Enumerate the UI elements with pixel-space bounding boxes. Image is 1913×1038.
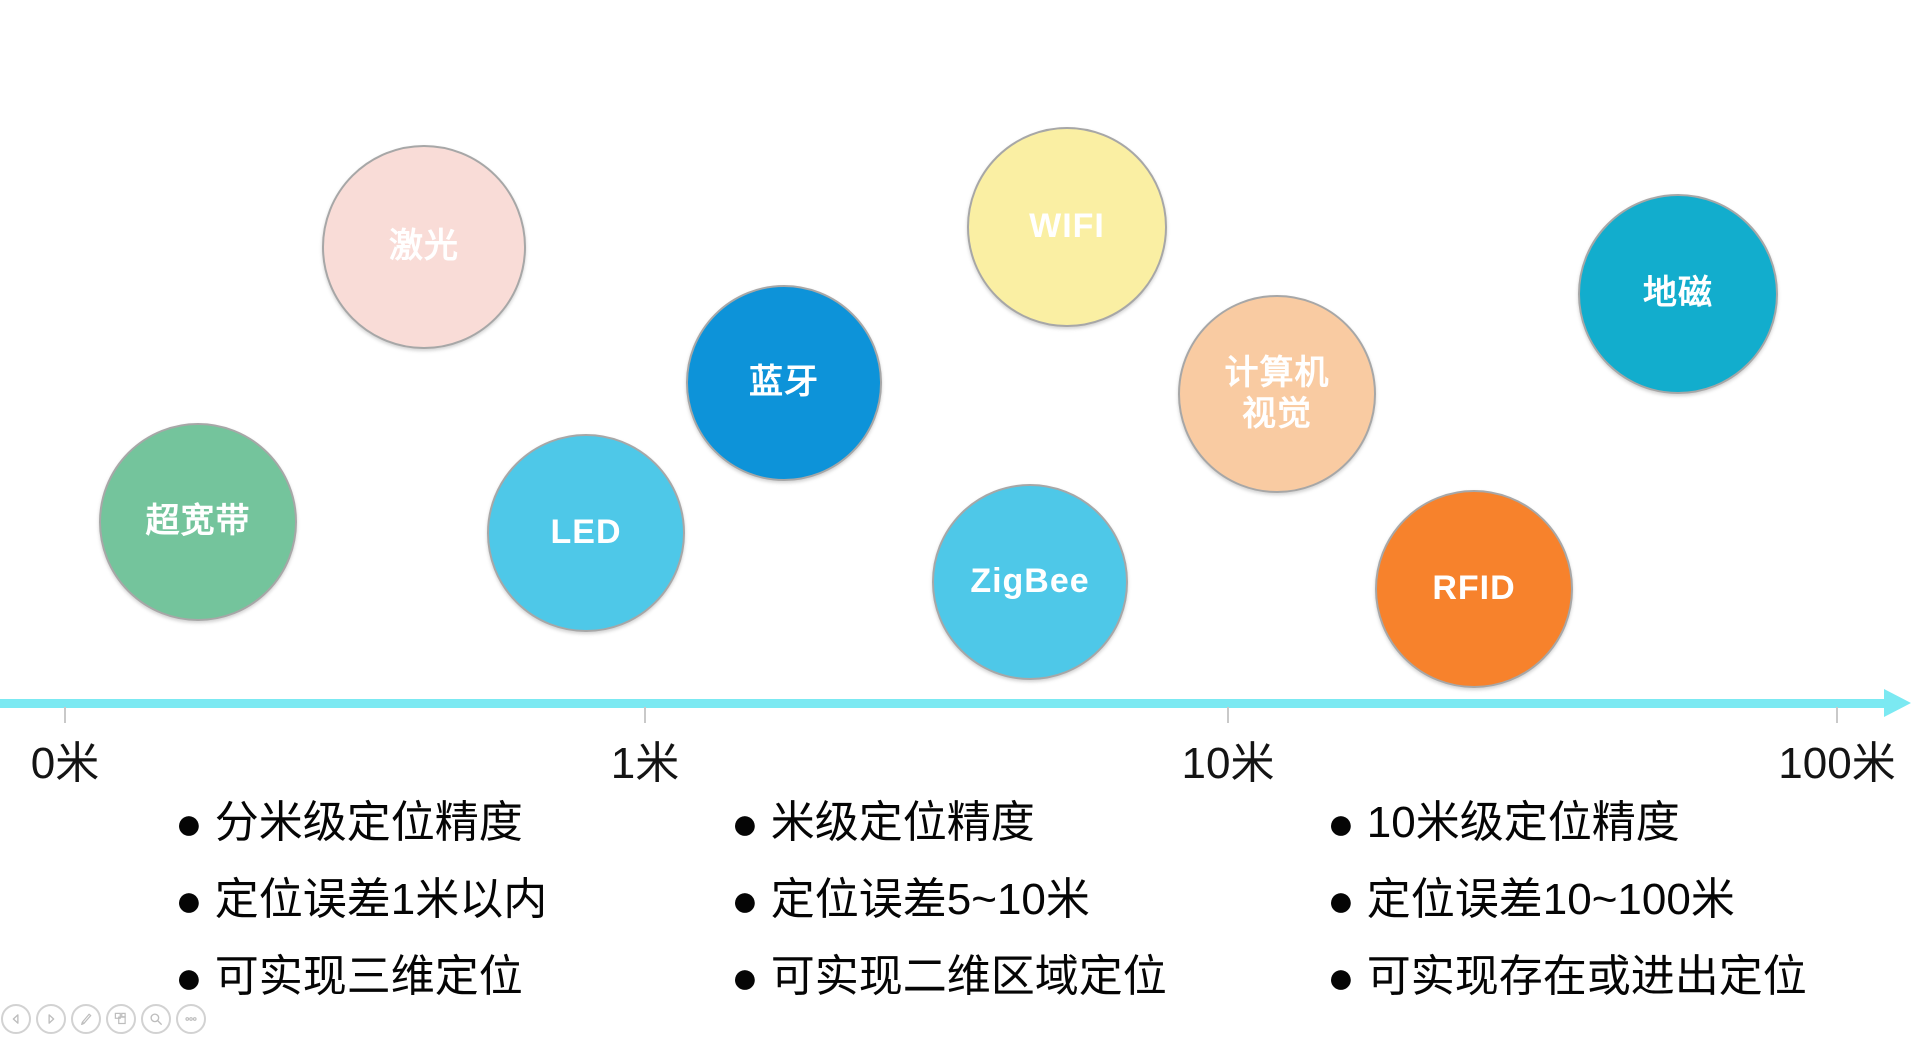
bubble-label: 超宽带 xyxy=(145,502,251,541)
note-column-3: ● 10米级定位精度 ● 定位误差10~100米 ● 可实现存在或进出定位 xyxy=(1327,798,1807,1029)
bubble-label: 蓝牙 xyxy=(749,363,819,402)
bullet-icon: ● xyxy=(1327,797,1355,849)
bubble-label: 计算机 视觉 xyxy=(1224,353,1330,433)
note-item: ● 定位误差1米以内 xyxy=(175,875,547,925)
bubble-computer-vision: 计算机 视觉 xyxy=(1178,295,1376,493)
slide-panels-icon xyxy=(112,1010,130,1028)
bubble-label: WIFI xyxy=(1029,207,1105,246)
note-item: ● 分米级定位精度 xyxy=(175,798,547,848)
note-text: 米级定位精度 xyxy=(770,798,1035,847)
bubble-bluetooth: 蓝牙 xyxy=(686,285,882,481)
axis-tick xyxy=(1227,707,1229,723)
magnifier-icon xyxy=(147,1010,165,1028)
previous-slide-button[interactable] xyxy=(1,1004,31,1034)
axis-tick xyxy=(1836,707,1838,723)
previous-slide-icon xyxy=(7,1010,25,1028)
axis-line xyxy=(0,698,1886,708)
note-column-1: ● 分米级定位精度 ● 定位误差1米以内 ● 可实现三维定位 xyxy=(175,798,547,1029)
note-item: ● 定位误差5~10米 xyxy=(731,875,1167,925)
bullet-icon: ● xyxy=(1327,874,1355,926)
bubble-label: RFID xyxy=(1432,569,1516,608)
note-item: ● 定位误差10~100米 xyxy=(1327,875,1807,925)
axis-tick-label: 10米 xyxy=(1181,739,1275,788)
bullet-icon: ● xyxy=(731,874,759,926)
axis-tick-label: 0米 xyxy=(30,739,100,788)
note-text: 10米级定位精度 xyxy=(1366,798,1680,847)
note-text: 定位误差5~10米 xyxy=(770,875,1090,924)
bullet-icon: ● xyxy=(731,951,759,1003)
bullet-icon: ● xyxy=(731,797,759,849)
note-item: ● 可实现二维区域定位 xyxy=(731,952,1167,1002)
bubble-label: 地磁 xyxy=(1643,274,1713,313)
note-text: 可实现二维区域定位 xyxy=(770,952,1167,1001)
bubble-laser: 激光 xyxy=(322,145,526,349)
bullet-icon: ● xyxy=(1327,951,1355,1003)
next-slide-button[interactable] xyxy=(36,1004,66,1034)
more-options-icon xyxy=(182,1010,200,1028)
next-slide-icon xyxy=(42,1010,60,1028)
bubble-rfid: RFID xyxy=(1375,490,1573,688)
pen-icon xyxy=(77,1010,95,1028)
note-text: 可实现存在或进出定位 xyxy=(1366,952,1807,1001)
slide-panels-button[interactable] xyxy=(106,1004,136,1034)
axis-tick xyxy=(644,707,646,723)
note-text: 定位误差10~100米 xyxy=(1366,875,1735,924)
bubble-label: 激光 xyxy=(389,227,459,266)
note-text: 可实现三维定位 xyxy=(214,952,523,1001)
note-text: 定位误差1米以内 xyxy=(214,875,548,924)
note-item: ● 米级定位精度 xyxy=(731,798,1167,848)
note-item: ● 10米级定位精度 xyxy=(1327,798,1807,848)
bubble-wifi: WIFI xyxy=(967,127,1167,327)
bubble-label: ZigBee xyxy=(970,562,1090,601)
note-item: ● 可实现三维定位 xyxy=(175,952,547,1002)
axis-tick xyxy=(64,707,66,723)
note-item: ● 可实现存在或进出定位 xyxy=(1327,952,1807,1002)
bullet-icon: ● xyxy=(175,797,203,849)
axis-tick-label: 1米 xyxy=(610,739,680,788)
bubble-geomagnetic: 地磁 xyxy=(1578,194,1778,394)
pen-button[interactable] xyxy=(71,1004,101,1034)
note-text: 分米级定位精度 xyxy=(214,798,523,847)
bubble-zigbee: ZigBee xyxy=(932,484,1128,680)
bubble-uwb: 超宽带 xyxy=(99,423,297,621)
presenter-toolbar xyxy=(1,1004,206,1034)
magnifier-button[interactable] xyxy=(141,1004,171,1034)
bullet-icon: ● xyxy=(175,951,203,1003)
bubble-led: LED xyxy=(487,434,685,632)
note-column-2: ● 米级定位精度 ● 定位误差5~10米 ● 可实现二维区域定位 xyxy=(731,798,1167,1029)
more-options-button[interactable] xyxy=(176,1004,206,1034)
axis-arrowhead-icon xyxy=(1884,689,1911,717)
axis-tick-label: 100米 xyxy=(1778,739,1896,788)
bubble-label: LED xyxy=(550,513,622,552)
bullet-icon: ● xyxy=(175,874,203,926)
